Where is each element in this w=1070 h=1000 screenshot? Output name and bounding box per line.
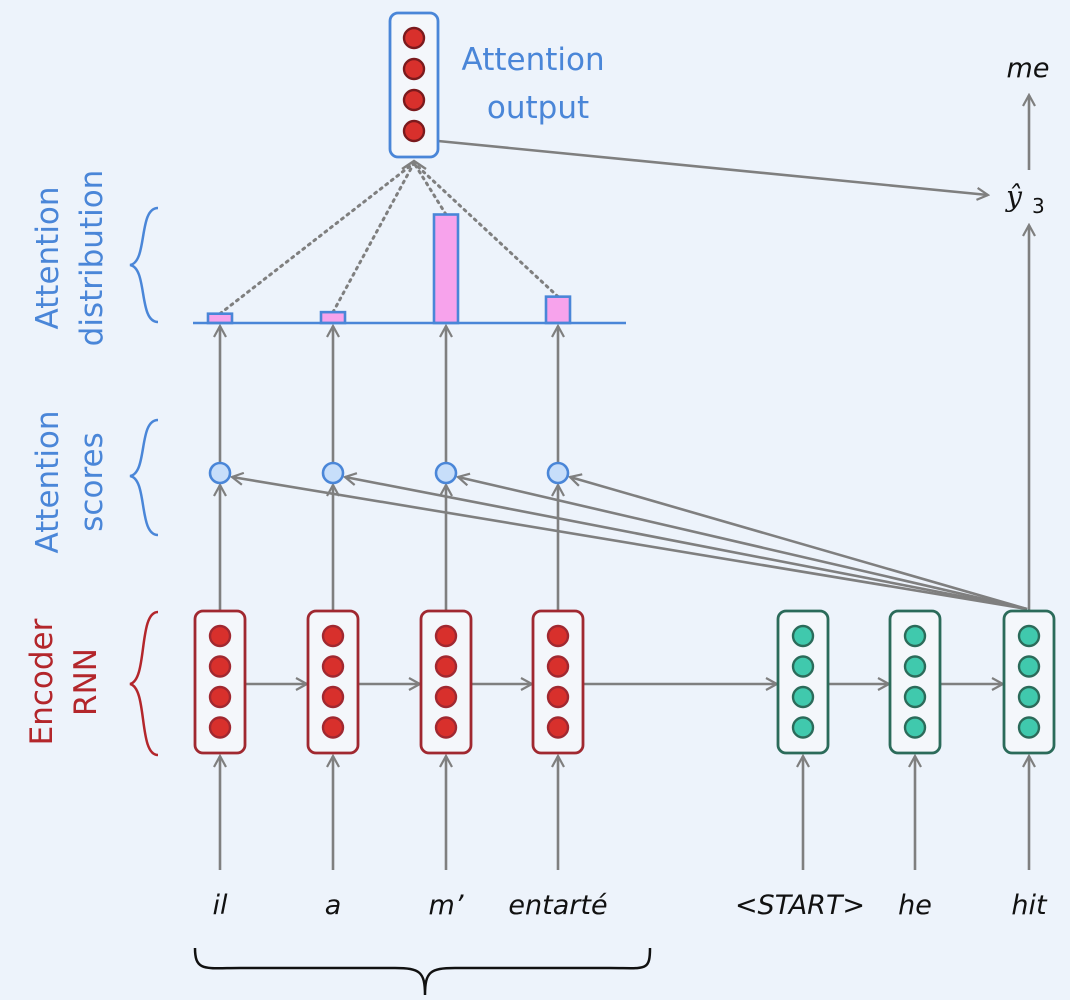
hidden-unit-node (791, 655, 815, 678)
encoder-cell-2 (419, 609, 473, 755)
cell-border (888, 609, 942, 755)
hidden-unit-node (208, 685, 232, 709)
hidden-unit-node (321, 655, 345, 678)
attention-score-node-2 (434, 461, 458, 485)
encoder-cell-3 (531, 609, 585, 755)
decoder-cell-2 (1002, 609, 1056, 755)
hidden-unit-node (321, 685, 345, 709)
hidden-unit-node (546, 685, 570, 709)
hidden-unit-node (791, 685, 815, 709)
attention-weight-link-2 (412, 161, 448, 216)
encoder-cell-0 (193, 609, 247, 755)
attention-score-node-0 (208, 461, 232, 485)
attention-output-node (402, 88, 426, 112)
attention-output-border (388, 11, 440, 159)
svg-text:scores: scores (74, 432, 110, 531)
attention-score-node-3 (546, 461, 570, 485)
prediction-y-hat: ŷ 3 (1004, 180, 1045, 218)
svg-text:Encoder: Encoder (24, 618, 60, 745)
target-word-0: <START> (735, 890, 865, 921)
hidden-unit-node (791, 624, 815, 648)
hidden-unit-node (546, 624, 570, 648)
target-word-1: he (898, 890, 932, 921)
hidden-unit-node (791, 716, 815, 739)
attention-distribution-bars (206, 213, 572, 325)
hidden-unit-node (903, 624, 927, 648)
svg-text:Attention: Attention (30, 410, 66, 553)
cell-border (306, 609, 360, 755)
predicted-word: me (1007, 53, 1050, 84)
attention-weight-link-3 (412, 161, 560, 299)
decoder-to-score-arrow-3 (570, 477, 1028, 611)
attention-arrow-tip (401, 159, 427, 170)
source-word-2: m’ (429, 890, 464, 921)
attention-weight-link-0 (218, 161, 416, 316)
cell-border (419, 609, 473, 755)
hidden-unit-node (434, 685, 458, 709)
hidden-unit-node (434, 655, 458, 678)
hidden-unit-node (208, 716, 232, 739)
rnn-cells (193, 11, 1056, 755)
cell-border (776, 609, 830, 755)
attention-bar-3 (544, 295, 572, 325)
hidden-unit-node (1017, 655, 1041, 678)
encoder-rnn-label: Encoder RNN (24, 618, 104, 745)
attention-distribution-label: Attention distribution (30, 170, 110, 347)
attention-output-vector (388, 11, 440, 159)
hidden-unit-node (903, 655, 927, 678)
attention-bar-0 (206, 312, 234, 325)
attention-output-node (402, 57, 426, 81)
hidden-unit-node (1017, 624, 1041, 648)
attention-bar-2 (432, 213, 460, 325)
svg-text:3: 3 (1032, 194, 1045, 218)
svg-text:distribution: distribution (74, 170, 110, 347)
hidden-unit-node (321, 624, 345, 648)
svg-text:ŷ: ŷ (1004, 180, 1023, 213)
svg-text:Attention: Attention (30, 186, 66, 329)
encoder-rnn-brace (129, 610, 159, 757)
target-word-2: hit (1011, 890, 1048, 921)
input-words: il a m’ entarté <START> he hit (212, 890, 1048, 921)
cell-border (531, 609, 585, 755)
source-word-1: a (325, 890, 342, 921)
cell-border (1002, 609, 1056, 755)
hidden-unit-node (208, 624, 232, 648)
hidden-unit-node (546, 655, 570, 678)
hidden-unit-node (208, 655, 232, 678)
hidden-unit-node (546, 716, 570, 739)
edges (220, 95, 1029, 870)
hidden-unit-node (434, 716, 458, 739)
source-word-3: entarté (508, 890, 607, 921)
cell-border (193, 609, 247, 755)
hidden-unit-node (903, 685, 927, 709)
attention-output-node (402, 26, 426, 50)
attention-score-nodes (208, 461, 570, 485)
attention-bar-1 (319, 310, 347, 325)
hidden-unit-node (903, 716, 927, 739)
attention-score-node-1 (321, 461, 345, 485)
attention-scores-brace (129, 418, 159, 537)
hidden-unit-node (1017, 716, 1041, 739)
encoder-cell-1 (306, 609, 360, 755)
hidden-unit-node (434, 624, 458, 648)
attention-distribution-brace (129, 206, 159, 324)
attention-output-label: Attention output (462, 42, 615, 126)
decoder-to-score-arrow-2 (458, 477, 1028, 611)
attention-output-to-prediction-arrow (437, 139, 988, 195)
source-word-0: il (212, 890, 228, 921)
attention-output-node (402, 119, 426, 143)
decoder-cell-1 (888, 609, 942, 755)
hidden-unit-node (321, 716, 345, 739)
decoder-to-score-arrow-1 (345, 477, 1028, 611)
hidden-unit-node (1017, 685, 1041, 709)
decoder-cell-0 (776, 609, 830, 755)
source-sentence-brace (193, 947, 652, 996)
attention-weight-link-1 (331, 161, 416, 314)
svg-text:RNN: RNN (68, 648, 104, 716)
decoder-to-score-arrow-0 (232, 477, 1028, 611)
attention-weight-links (218, 159, 560, 316)
attention-scores-label: Attention scores (30, 410, 110, 553)
